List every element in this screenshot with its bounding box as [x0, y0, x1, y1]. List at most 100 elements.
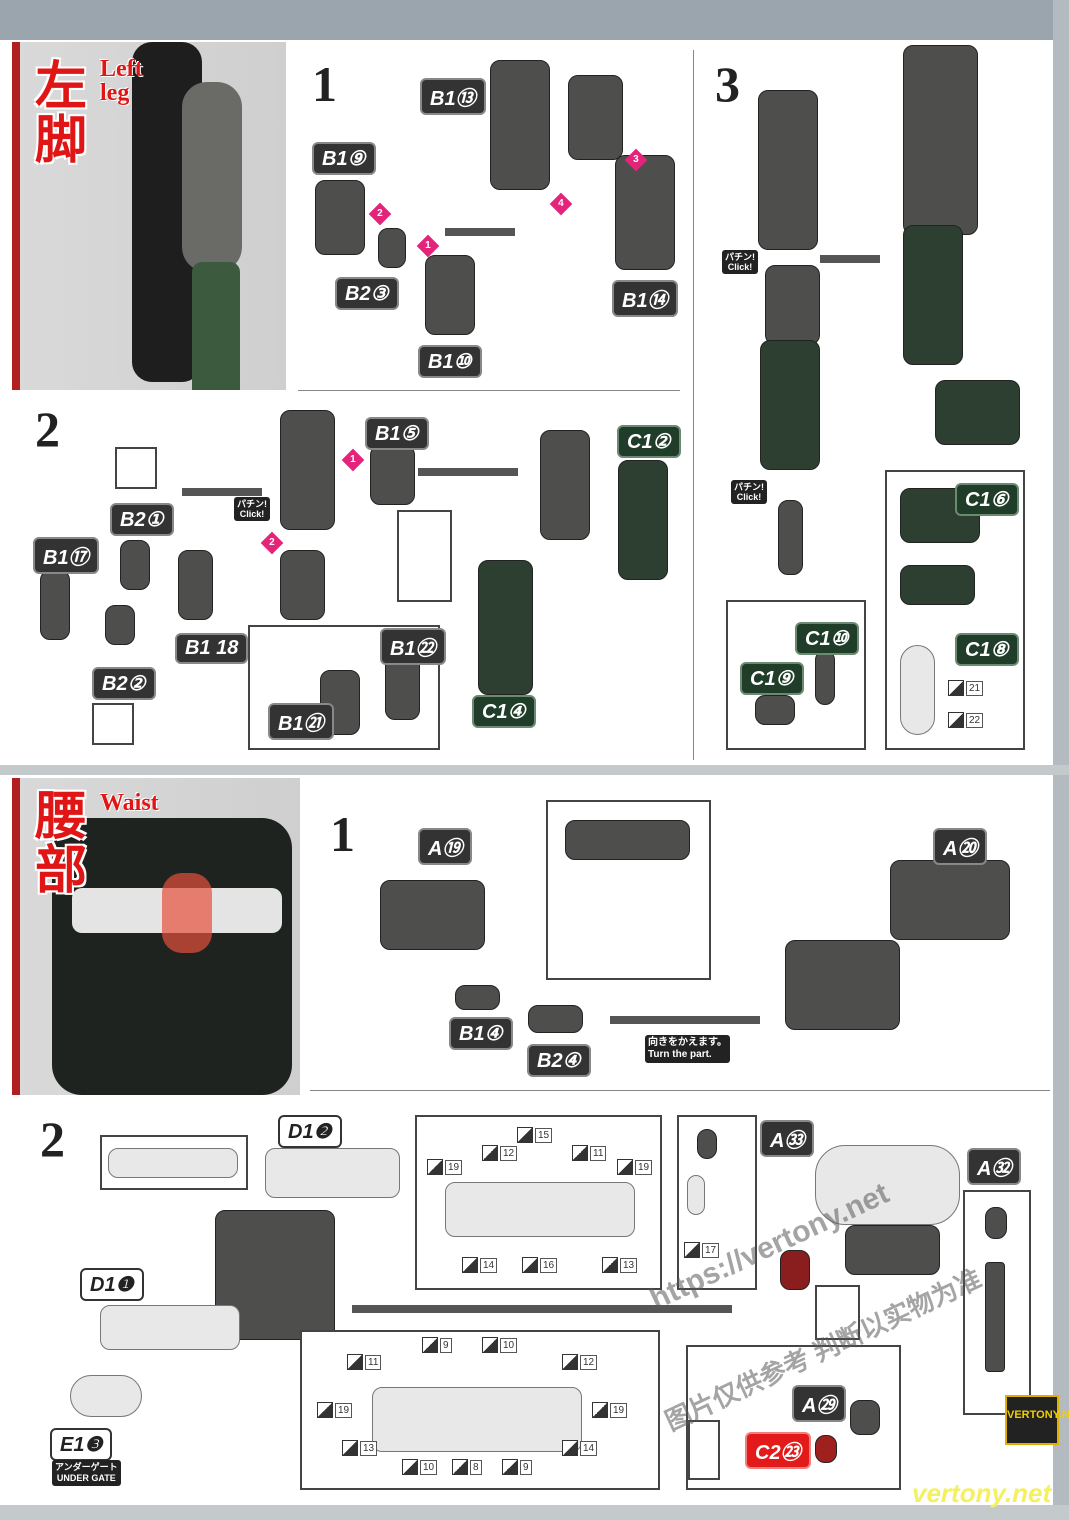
turn-part-note: 向きをかえます。Turn the part. [645, 1035, 730, 1063]
sticker-marker: 12 [482, 1145, 518, 1161]
sticker-detail-top: 15 12 11 19 19 14 16 13 [415, 1115, 662, 1290]
step-number: 3 [715, 56, 740, 112]
part-label: B1④ [449, 1017, 513, 1050]
part-label: B1⑤ [365, 417, 429, 450]
sticker-marker: 19 [427, 1159, 463, 1175]
sticker-marker: 14 [462, 1257, 498, 1273]
part-joint [528, 1005, 583, 1033]
sticker-marker: 10 [482, 1337, 518, 1353]
sticker-marker: 19 [317, 1402, 353, 1418]
sticker-marker: 10 [402, 1459, 438, 1475]
part-label: D1❷ [278, 1115, 342, 1148]
part-label: C1⑧ [955, 633, 1019, 666]
detail-box [92, 703, 134, 745]
sticker-marker: 12 [562, 1354, 598, 1370]
section-title-kanji: 腰部 [35, 786, 88, 901]
part-buckle-red [780, 1250, 810, 1290]
divider [298, 390, 680, 391]
sticker-marker: 9 [502, 1459, 532, 1475]
part-label: B1⑩ [418, 345, 482, 378]
part-shoe-sole [900, 565, 975, 605]
part-joint [755, 695, 795, 725]
part-knee-assembly [280, 410, 335, 530]
sticker-marker: 22 [948, 712, 984, 728]
part-boot-back [478, 560, 533, 695]
part-ankle [40, 570, 70, 640]
part-label: A㉜ [967, 1148, 1022, 1185]
part-sole-sticker [900, 645, 935, 735]
detail-box [115, 447, 157, 489]
part-waist-assembled [785, 940, 900, 1030]
part-full-leg-upper [903, 45, 978, 235]
part-label: B2④ [527, 1044, 591, 1077]
part-joint [320, 670, 360, 735]
part-belt-assembled [815, 1145, 960, 1225]
part-shin-top [280, 550, 325, 620]
part-label: B1⑭ [612, 280, 678, 317]
section-title-en-1: Left [100, 56, 143, 82]
part-label: D1❶ [80, 1268, 144, 1301]
part-belt-front [100, 1305, 240, 1350]
divider [310, 1090, 1050, 1091]
part-sticker-strip [687, 1175, 705, 1215]
part-buckle-red [815, 1435, 837, 1463]
flow-arrow [445, 228, 515, 236]
part-label: B1⑰ [33, 537, 99, 574]
order-marker: 1 [341, 448, 365, 472]
part-peg [985, 1207, 1007, 1239]
part-joint [385, 655, 420, 720]
part-label: B1⑨ [312, 142, 376, 175]
click-label: パチン!Click! [731, 480, 767, 504]
sticker-marker: 13 [342, 1440, 378, 1456]
sticker-marker: 13 [602, 1257, 638, 1273]
part-thigh-shell [490, 60, 550, 190]
detail-box [963, 1190, 1031, 1415]
sticker-marker: 19 [617, 1159, 653, 1175]
step-number: 1 [312, 56, 337, 112]
sticker-marker: 15 [517, 1127, 553, 1143]
figure-thigh [182, 82, 242, 272]
page-frame-right [1053, 0, 1069, 1520]
part-label: A⑳ [933, 828, 988, 865]
part-knee-assembled [540, 430, 590, 540]
flow-arrow [352, 1305, 732, 1313]
order-marker: 4 [549, 192, 573, 216]
part-hip-joint [315, 180, 365, 255]
section-divider [0, 765, 1069, 775]
detail-box [397, 510, 452, 602]
sticker-marker: 17 [684, 1242, 720, 1258]
part-label: B1 18 [175, 633, 249, 664]
detail-box [815, 1285, 860, 1340]
part-belt-diagram [372, 1387, 582, 1452]
part-ankle-joint [778, 500, 803, 575]
part-joint [455, 985, 500, 1010]
part-peg [697, 1129, 717, 1159]
sticker-marker: 16 [522, 1257, 558, 1273]
part-label: C2㉓ [745, 1432, 811, 1469]
sticker-marker: 21 [948, 680, 984, 696]
divider [693, 50, 694, 760]
part-joint [105, 605, 135, 645]
section-title-en: Waist [100, 790, 159, 816]
part-buckle-back [850, 1400, 880, 1435]
section-title-kanji: 左脚 [35, 56, 88, 171]
part-label: C1⑨ [740, 662, 804, 695]
part-foot [935, 380, 1020, 445]
part-label: B2③ [335, 277, 399, 310]
order-marker: 2 [368, 202, 392, 226]
part-waist-body [845, 1225, 940, 1275]
part-label: C1⑥ [955, 483, 1019, 516]
part-belt-bar [108, 1148, 238, 1178]
part-joint [815, 650, 835, 705]
part-label: C1⑩ [795, 622, 859, 655]
part-waist-back [890, 860, 1010, 940]
detail-box: 17 [677, 1115, 757, 1290]
page-frame-bottom [0, 1505, 1069, 1520]
part-under-gate [70, 1375, 142, 1417]
step-number: 1 [330, 806, 355, 862]
order-marker: 2 [260, 531, 284, 555]
step-number: 2 [35, 401, 60, 457]
flow-arrow [418, 468, 518, 476]
sticker-marker: 11 [572, 1145, 607, 1161]
